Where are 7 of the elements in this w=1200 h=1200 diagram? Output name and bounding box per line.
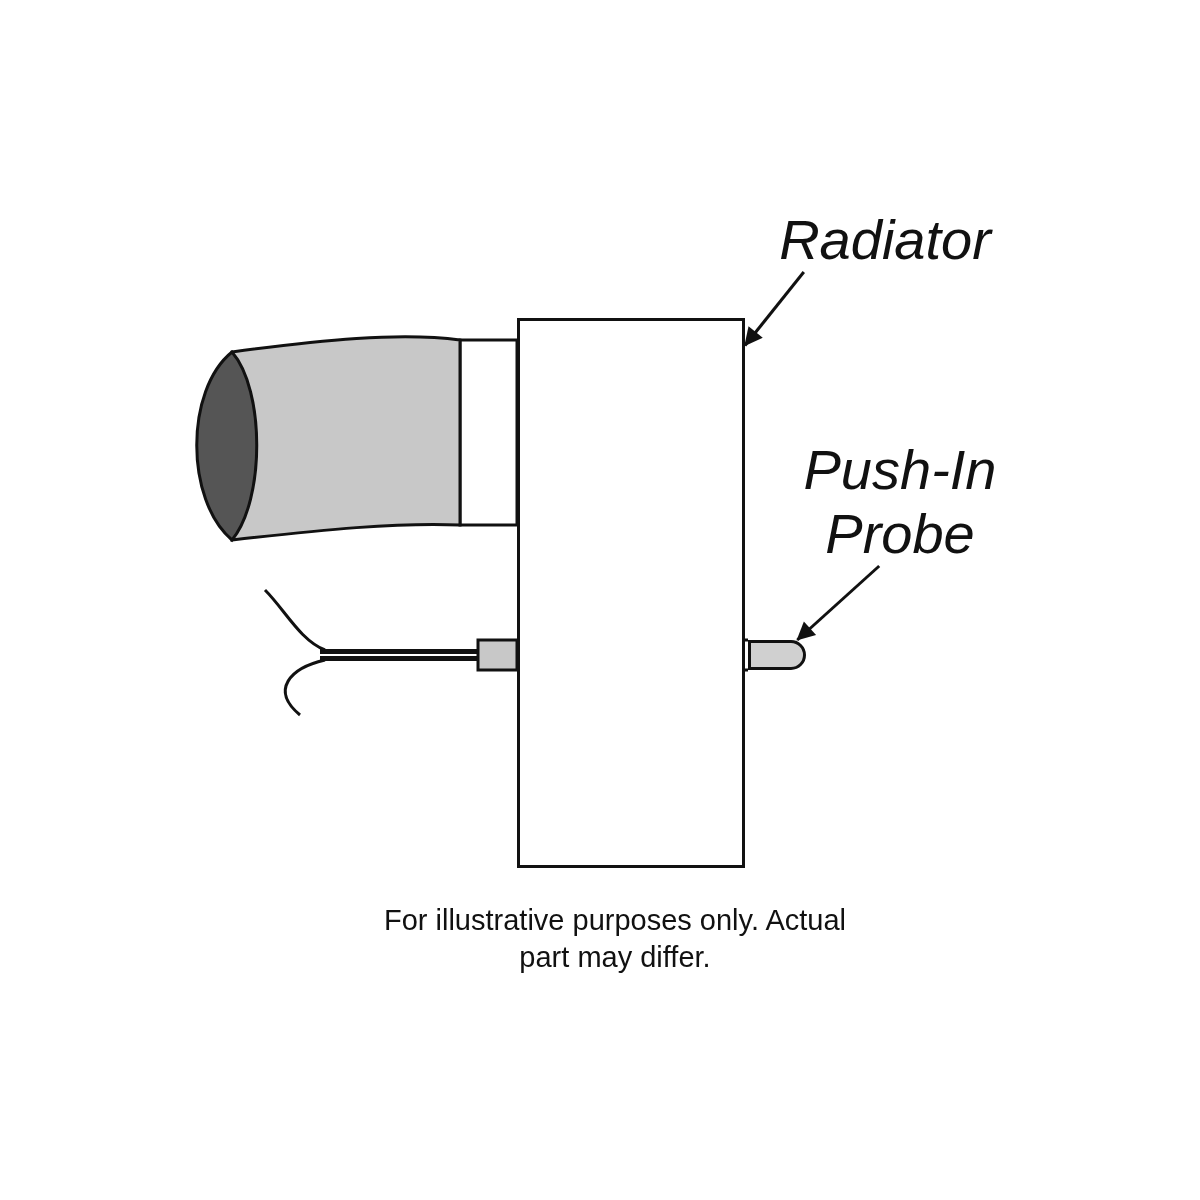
probe-tip	[748, 640, 806, 670]
radiator-label: Radiator	[740, 208, 1030, 272]
disclaimer-caption: For illustrative purposes only. Actual part may differ.	[382, 903, 848, 975]
leader-arrow	[796, 564, 881, 642]
radiator-box	[517, 318, 745, 868]
probe-label: Push-In Probe	[770, 438, 1030, 566]
leader-arrow	[743, 271, 805, 347]
